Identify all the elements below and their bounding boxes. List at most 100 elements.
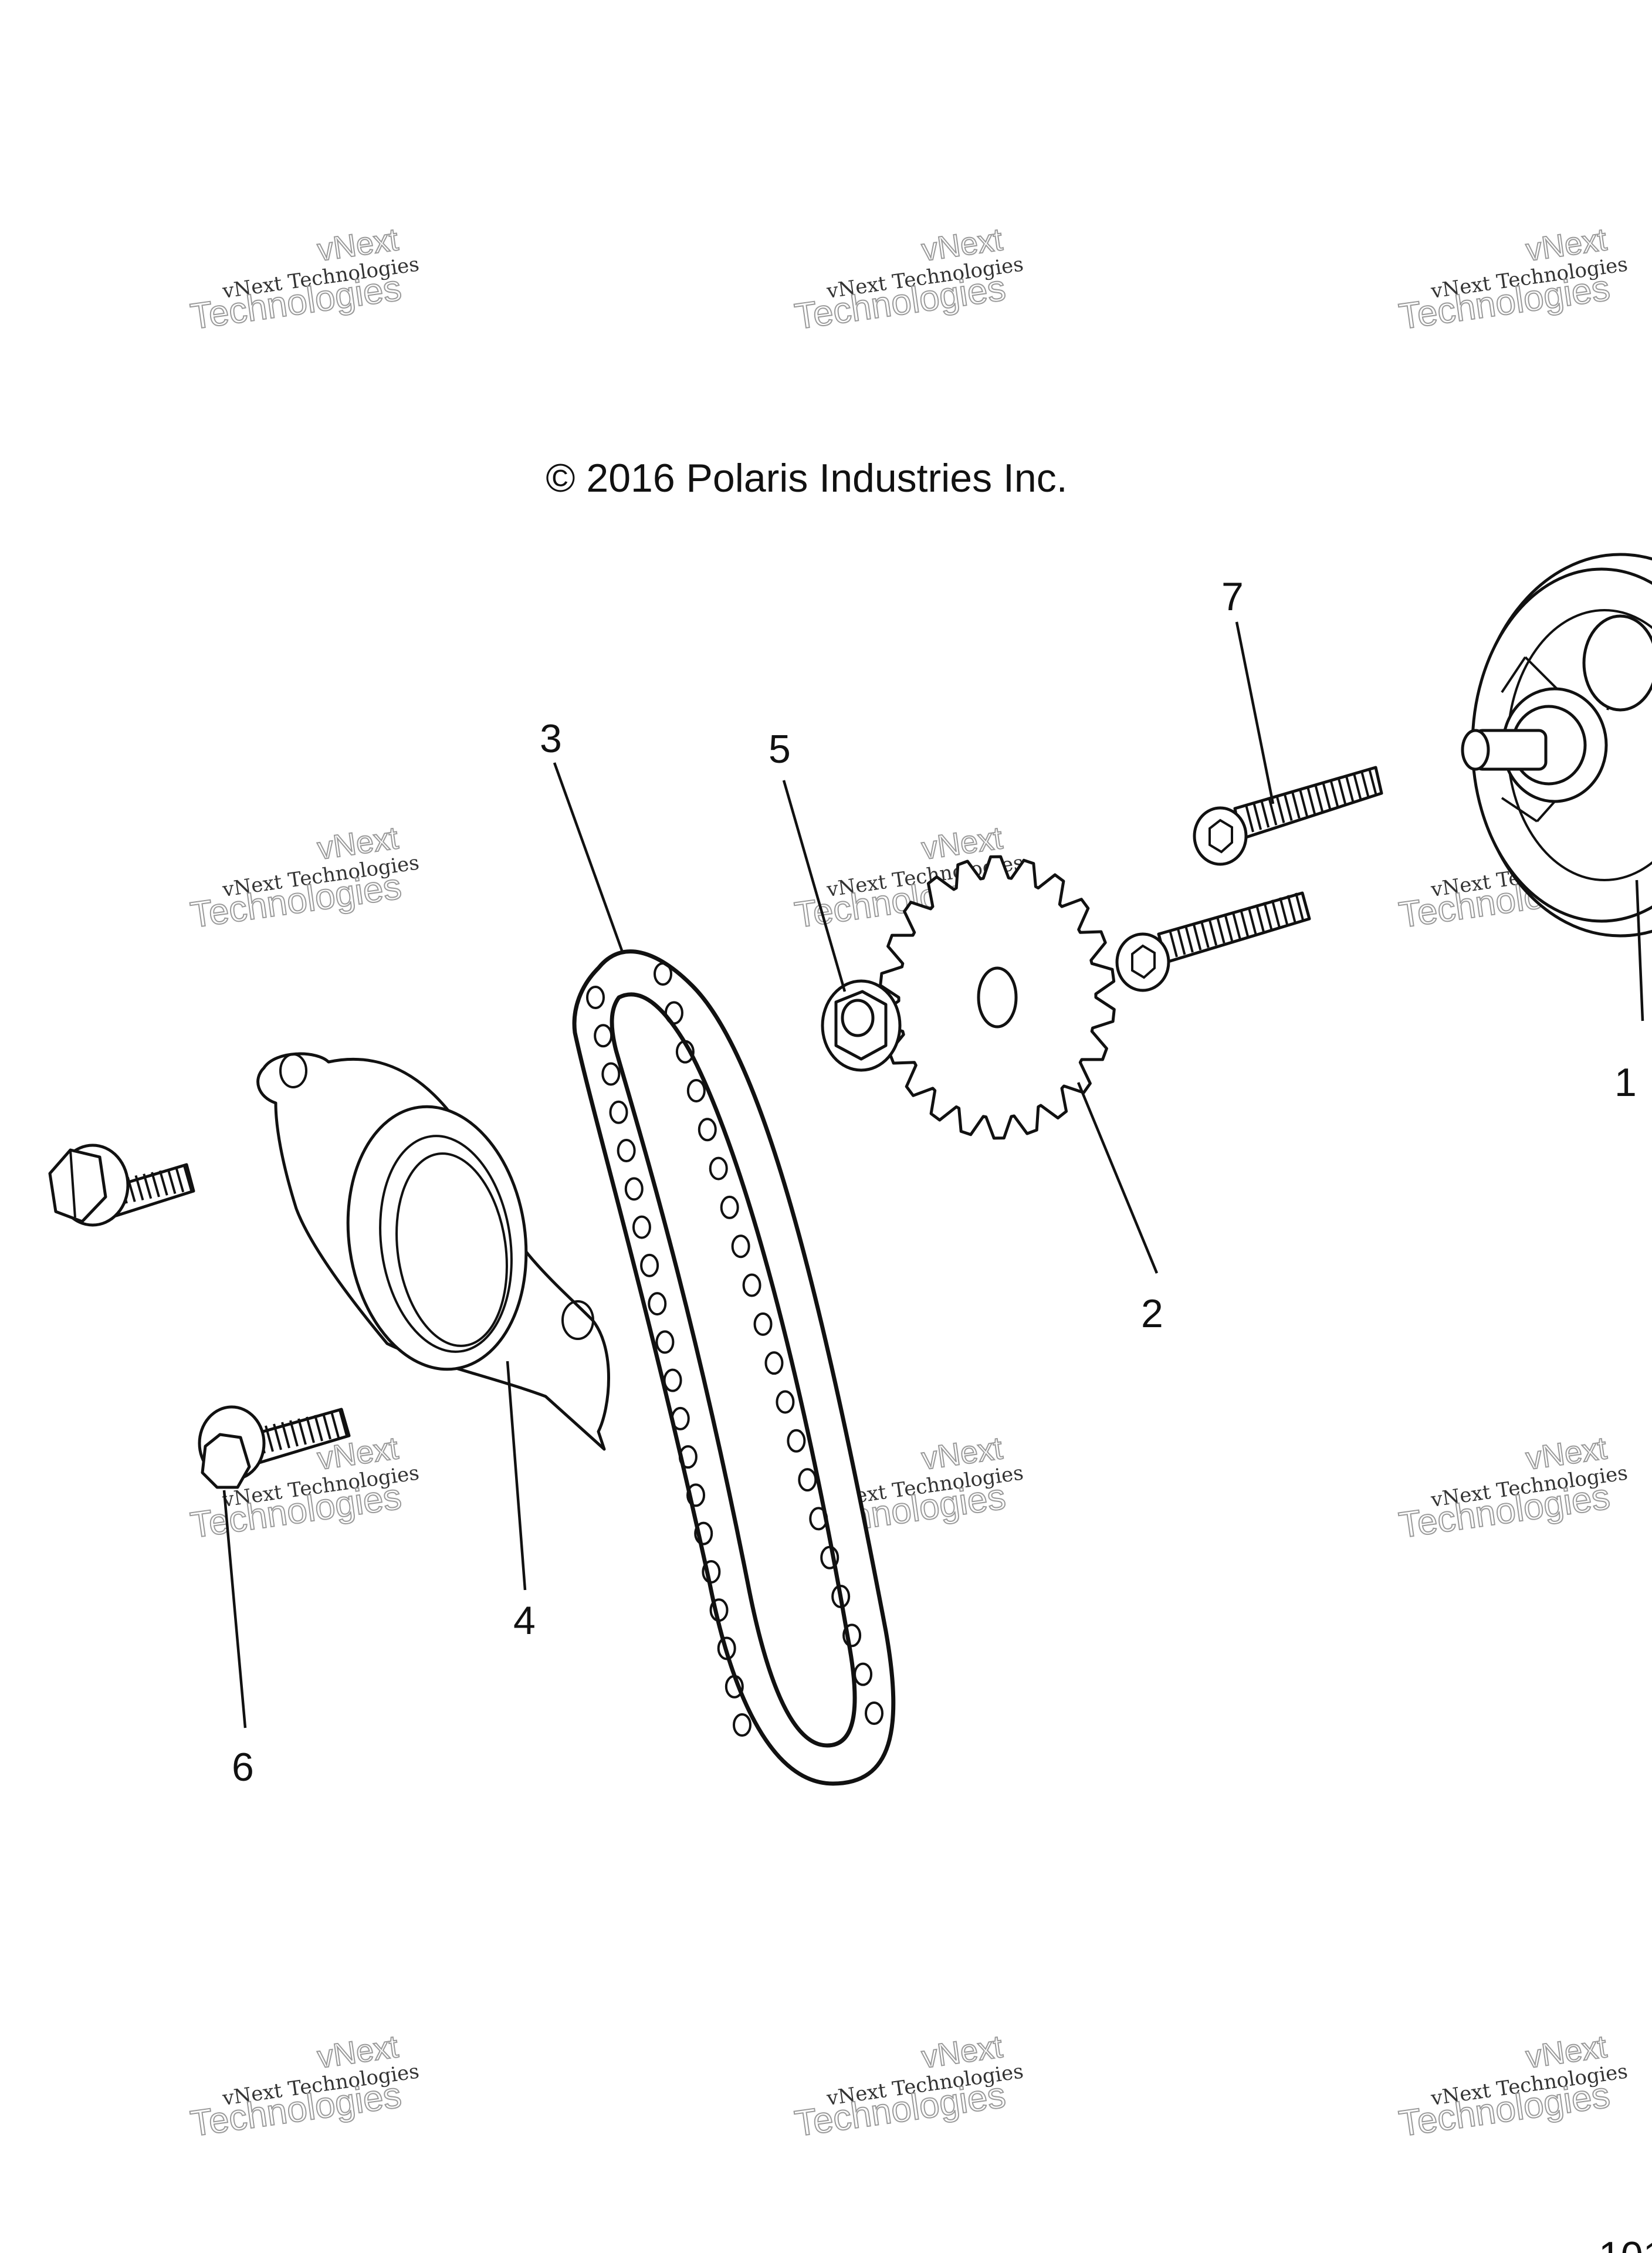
chain-roller [776, 1390, 795, 1414]
thread-line [322, 1413, 331, 1440]
chain-roller [798, 1468, 817, 1492]
chain-roller [664, 1001, 683, 1025]
flange-bolt-upper[interactable] [48, 1144, 195, 1227]
callout-5: 5 [769, 727, 791, 772]
thread-line [1271, 899, 1281, 928]
chain-roller [733, 1713, 751, 1737]
callout-1: 1 [1614, 1060, 1637, 1105]
chain-roller [702, 1559, 721, 1584]
chain-roller [731, 1234, 750, 1259]
chain-roller [601, 1062, 621, 1086]
thread-line [289, 1420, 299, 1447]
chain-roller [820, 1545, 839, 1569]
chain-roller [663, 1368, 682, 1392]
thread-line [1306, 786, 1316, 814]
leader-4 [506, 1361, 527, 1591]
part-6-flange-bolt-lower[interactable] [198, 1405, 351, 1489]
thread-line [1255, 904, 1265, 932]
part-1-pump-housing[interactable] [1461, 553, 1652, 938]
thread-line [1337, 777, 1347, 806]
chain-roller [698, 1118, 717, 1142]
thread-line [158, 1170, 168, 1196]
thread-line [1345, 775, 1355, 803]
thread-line [1224, 913, 1233, 941]
chain-roller [725, 1674, 744, 1699]
chain-roller [720, 1195, 739, 1219]
thread-line [1298, 789, 1308, 817]
thread-line [143, 1173, 153, 1199]
thread-line [1169, 929, 1178, 958]
part-3-timing-chain[interactable] [572, 949, 896, 1786]
thread-line [306, 1416, 315, 1443]
thread-line [330, 1411, 340, 1438]
thread-line [1295, 892, 1304, 921]
callout-2: 2 [1141, 1291, 1163, 1336]
chain-roller [787, 1429, 806, 1453]
chain-roller [655, 1330, 675, 1354]
thread-line [281, 1422, 290, 1449]
thread-line [183, 1165, 192, 1191]
thread-line [1231, 911, 1241, 939]
chain-roller [842, 1623, 862, 1648]
thread-line [1268, 797, 1278, 826]
leader-2 [1076, 1082, 1159, 1274]
thread-line [1352, 773, 1362, 801]
leader-3 [553, 762, 624, 951]
chain-roller [709, 1156, 728, 1180]
thread-line [1240, 909, 1249, 937]
chain-roller [717, 1636, 736, 1660]
chain-roller [854, 1662, 873, 1686]
chain-roller [617, 1139, 636, 1163]
leader-5 [782, 780, 847, 992]
chain-roller [809, 1507, 828, 1531]
thread-line [1263, 902, 1273, 930]
thread-line [1287, 895, 1296, 923]
thread-line [1291, 791, 1301, 819]
callout-7: 7 [1221, 574, 1244, 619]
screw-lower[interactable] [1115, 891, 1311, 992]
chain-roller [675, 1040, 695, 1064]
thread-line [1216, 915, 1226, 943]
thread-line [1200, 920, 1210, 948]
chain-roller [632, 1215, 651, 1239]
leader-7 [1235, 621, 1275, 804]
copyright-text: © 2016 Polaris Industries Inc. [546, 456, 1067, 500]
thread-line [297, 1418, 307, 1445]
chain-roller [694, 1521, 713, 1545]
part-2-sprocket[interactable] [879, 855, 1116, 1140]
chain-roller [640, 1253, 659, 1277]
callout-4: 4 [513, 1598, 536, 1643]
chain-roller [831, 1585, 851, 1609]
chain-roller [686, 1483, 706, 1507]
thread-line [273, 1423, 282, 1450]
thread-line [1247, 906, 1257, 935]
chain-roller [753, 1312, 773, 1336]
thread-line [1184, 925, 1194, 953]
thread-line [338, 1409, 348, 1436]
thread-line [175, 1167, 185, 1193]
thread-line [1283, 793, 1293, 821]
part-5-flange-nut[interactable] [821, 979, 902, 1072]
thread-line [1208, 918, 1218, 946]
thread-line [1245, 804, 1254, 833]
thread-line [1275, 795, 1285, 824]
chain-roller [709, 1598, 729, 1622]
callout-3: 3 [540, 716, 562, 761]
chain-roller [609, 1100, 628, 1124]
part-4-seal-plate[interactable] [256, 1052, 610, 1451]
thread-line [1329, 779, 1339, 807]
callout-6: 6 [232, 1745, 254, 1789]
chain-roller [686, 1078, 706, 1102]
part-7-screw-upper[interactable] [1193, 766, 1383, 866]
page-number: 101 [1599, 2234, 1652, 2253]
chain-roller [865, 1701, 883, 1725]
chain-roller [654, 962, 672, 986]
